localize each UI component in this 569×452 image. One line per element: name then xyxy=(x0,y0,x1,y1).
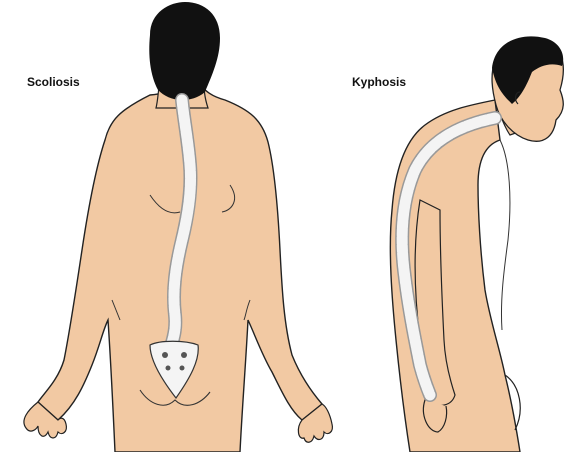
scoliosis-head-hair xyxy=(149,2,220,100)
label-kyphosis: Kyphosis xyxy=(352,75,406,89)
label-scoliosis: Scoliosis xyxy=(27,75,80,89)
kyphosis-figure xyxy=(390,36,563,452)
scoliosis-figure xyxy=(24,2,332,452)
